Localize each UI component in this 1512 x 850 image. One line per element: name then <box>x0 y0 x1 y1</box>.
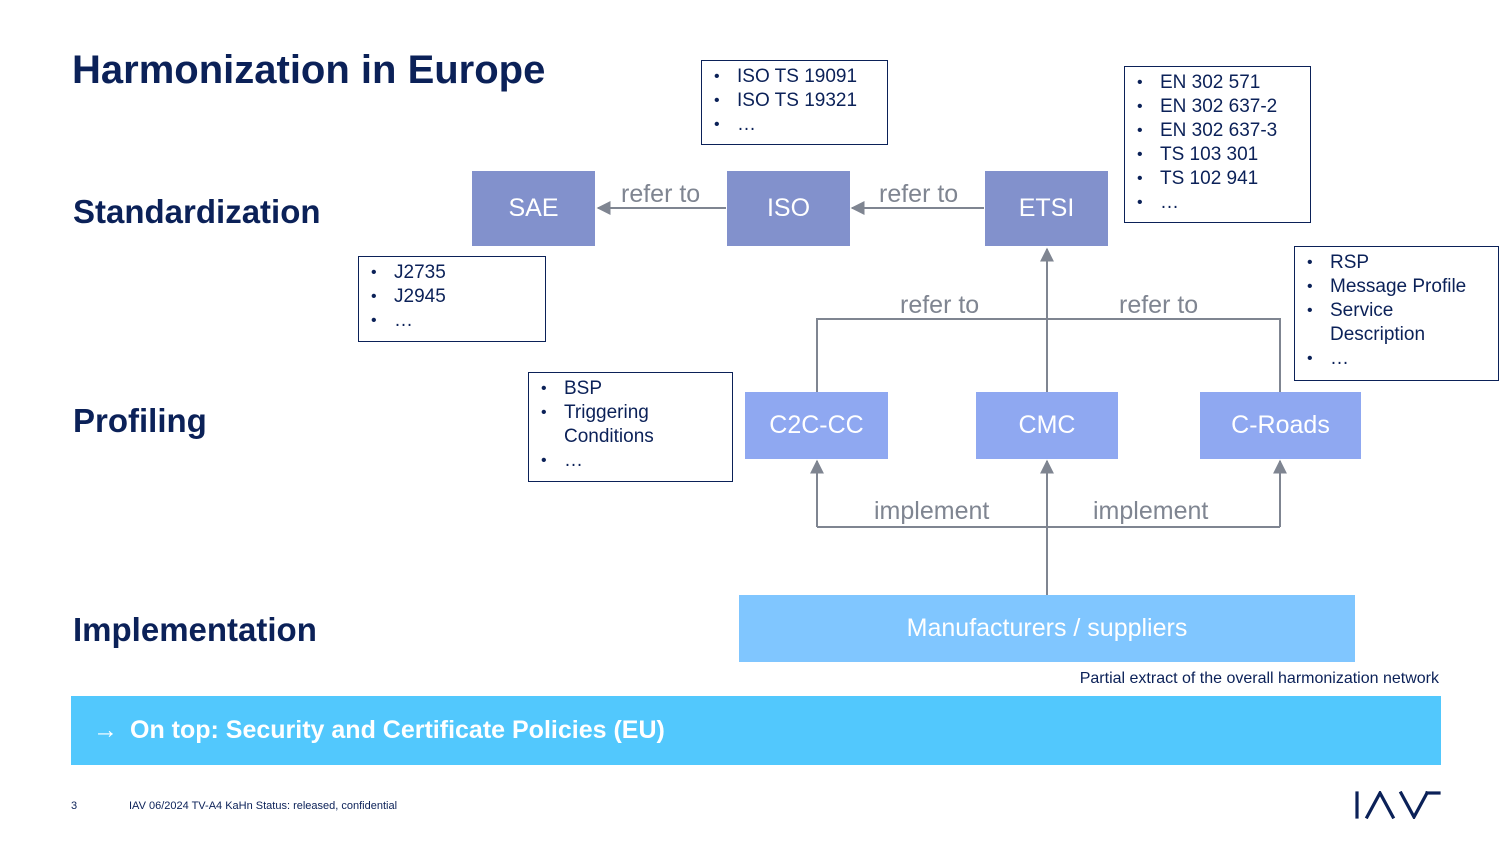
note-item: … <box>371 309 537 333</box>
arrow-right-icon: → <box>93 716 118 744</box>
page-number: 3 <box>71 800 78 812</box>
note-item: ISO TS 19321 <box>714 89 879 113</box>
edge-label-c2c-to-etsi: refer to <box>900 291 980 319</box>
note-etsi-standards: EN 302 571 EN 302 637-2 EN 302 637-3 TS … <box>1124 66 1311 223</box>
security-banner: → On top: Security and Certificate Polic… <box>71 696 1441 765</box>
node-iso: ISO <box>727 171 850 246</box>
note-item: … <box>1307 347 1490 371</box>
note-item: RSP <box>1307 251 1490 275</box>
layer-label-profiling: Profiling <box>73 402 207 439</box>
note-item: J2945 <box>371 285 537 309</box>
edge-label-implement-left: implement <box>874 497 990 525</box>
note-item: BSP <box>541 377 724 401</box>
note-item: J2735 <box>371 261 537 285</box>
node-etsi: ETSI <box>985 171 1108 246</box>
node-cmc: CMC <box>976 392 1118 459</box>
node-c2c-cc: C2C-CC <box>745 392 888 459</box>
note-item: … <box>714 113 879 137</box>
node-sae: SAE <box>472 171 595 246</box>
page-title: Harmonization in Europe <box>72 48 546 92</box>
banner-text: On top: Security and Certificate Policie… <box>130 716 665 744</box>
note-item: … <box>541 449 724 473</box>
edge-label-implement-right: implement <box>1093 497 1209 525</box>
note-item: EN 302 637-3 <box>1137 119 1302 143</box>
note-item: EN 302 571 <box>1137 71 1302 95</box>
footer-info: IAV 06/2024 TV-A4 KaHn Status: released,… <box>129 800 398 812</box>
note-iso-standards: ISO TS 19091 ISO TS 19321 … <box>701 60 888 145</box>
note-item: ISO TS 19091 <box>714 65 879 89</box>
note-item: Triggering Conditions <box>541 401 674 449</box>
note-item: Service Description <box>1307 299 1440 347</box>
node-c-roads: C-Roads <box>1200 392 1361 459</box>
note-item: EN 302 637-2 <box>1137 95 1302 119</box>
iav-logo <box>1355 791 1441 819</box>
layer-label-standardization: Standardization <box>73 193 321 230</box>
edge-label-etsi-to-iso: refer to <box>879 180 959 208</box>
note-item: Message Profile <box>1307 275 1490 299</box>
note-c2c-profiles: BSP Triggering Conditions … <box>528 372 733 482</box>
note-sae-standards: J2735 J2945 … <box>358 256 546 342</box>
layer-label-implementation: Implementation <box>73 611 317 648</box>
note-item: TS 103 301 <box>1137 143 1302 167</box>
note-c-roads-profiles: RSP Message Profile Service Description … <box>1294 246 1499 381</box>
diagram-footnote: Partial extract of the overall harmoniza… <box>1079 670 1439 687</box>
connector-profiling-bus <box>816 318 1281 392</box>
note-item: TS 102 941 <box>1137 167 1302 191</box>
note-item: … <box>1137 191 1302 215</box>
edge-label-croads-to-etsi: refer to <box>1119 291 1199 319</box>
edge-label-iso-to-sae: refer to <box>621 180 701 208</box>
node-manufacturers: Manufacturers / suppliers <box>739 595 1355 662</box>
